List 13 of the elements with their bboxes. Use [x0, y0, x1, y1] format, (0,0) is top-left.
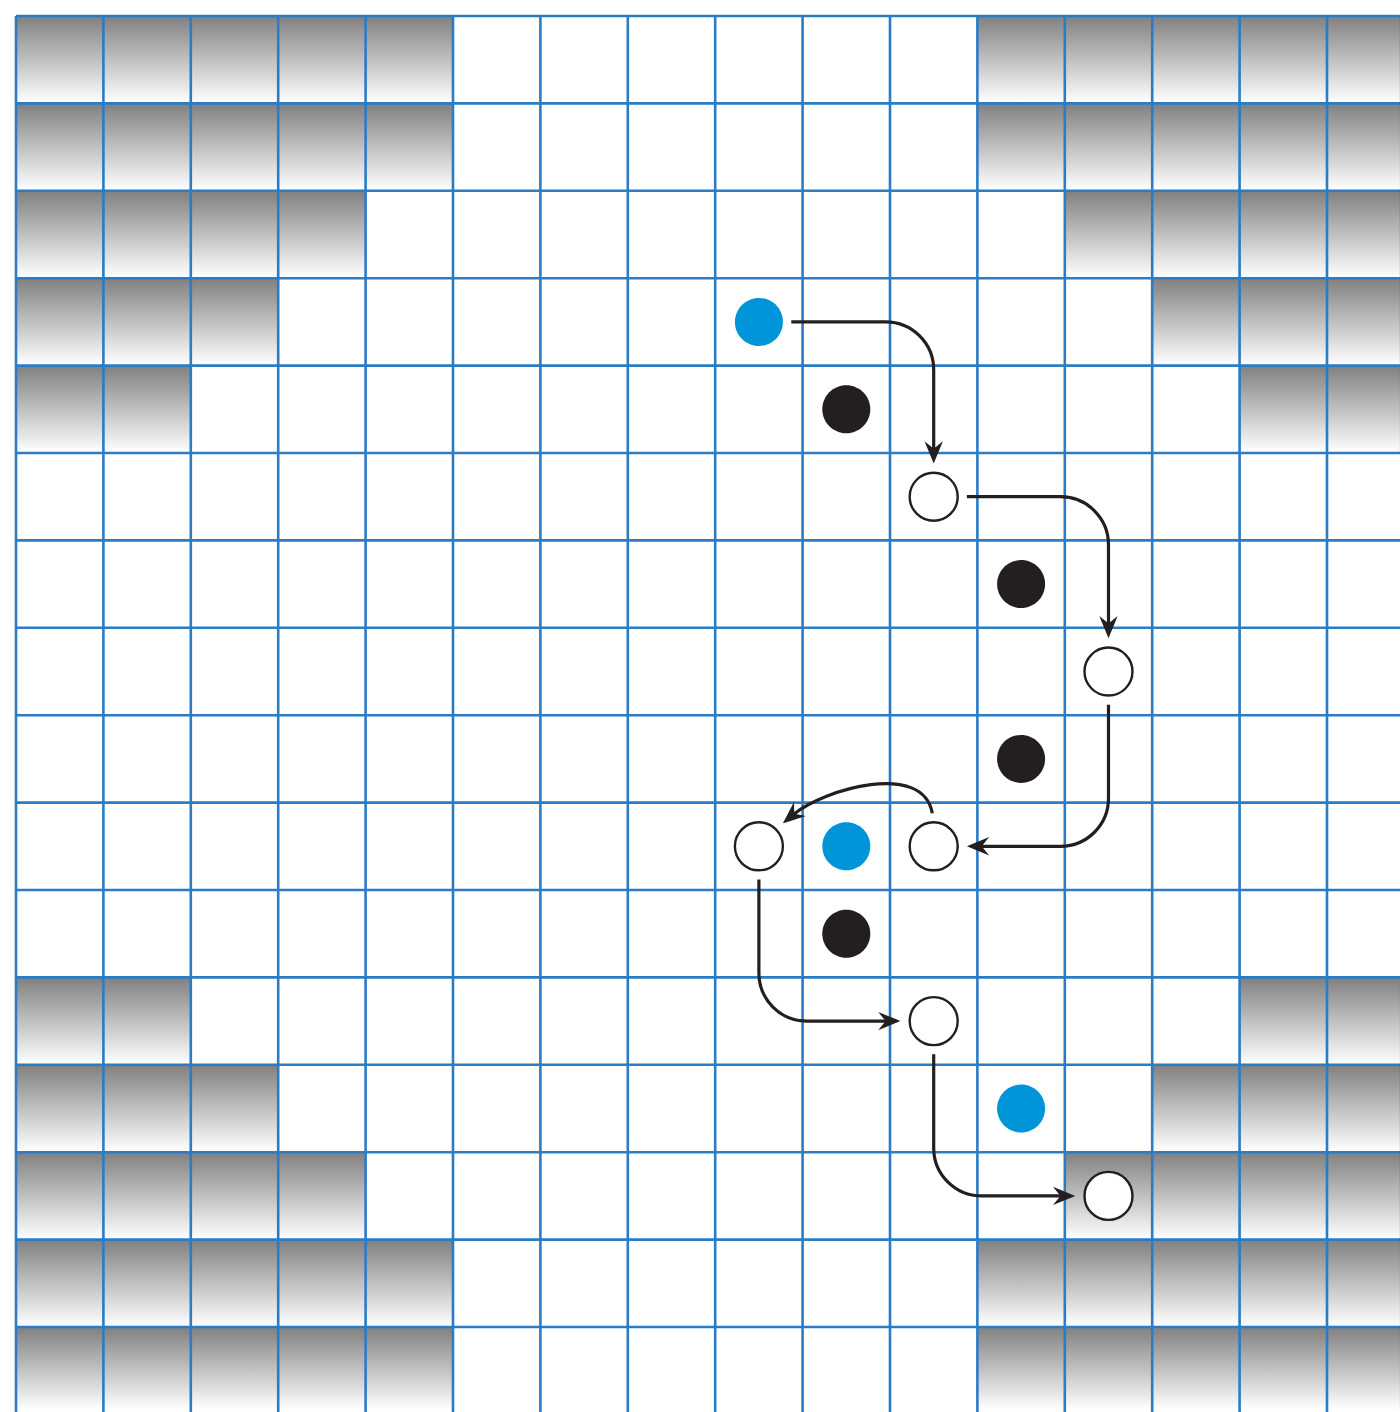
open-circle — [1083, 1170, 1134, 1222]
open-circle — [908, 471, 959, 522]
dot — [997, 1084, 1046, 1133]
open-circle — [733, 821, 785, 872]
open-circle — [908, 995, 959, 1047]
dot — [822, 385, 871, 434]
dot — [822, 822, 871, 871]
dot — [734, 297, 783, 346]
open-circle — [908, 821, 959, 872]
open-circle — [1083, 646, 1134, 697]
dot — [997, 734, 1046, 783]
dot — [822, 909, 871, 958]
dot — [997, 560, 1046, 609]
